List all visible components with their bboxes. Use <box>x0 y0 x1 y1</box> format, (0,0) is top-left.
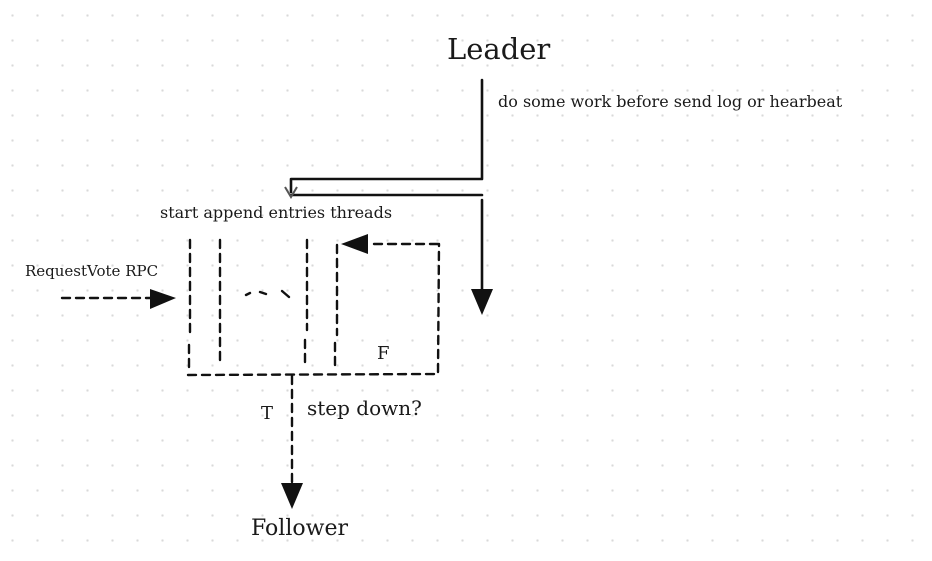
follower-arrowhead <box>281 483 303 509</box>
false-branch-label: F <box>377 343 390 364</box>
threads-ellipsis-mark-3 <box>280 289 291 299</box>
leader-to-threads-connector <box>289 78 484 194</box>
threads-join-line <box>186 372 440 377</box>
pre-work-annotation: do some work before send log or hearbeat <box>498 92 843 111</box>
follower-node-label: Follower <box>251 516 348 541</box>
false-loop-up <box>436 242 441 374</box>
false-loop-arrowhead <box>341 234 368 254</box>
leader-node-label: Leader <box>447 32 551 66</box>
append-threads-annotation: start append entries threads <box>160 203 393 222</box>
true-branch-label: T <box>261 403 274 424</box>
request-vote-label: RequestVote RPC <box>25 262 159 280</box>
request-vote-arrowhead <box>150 289 176 309</box>
leader-continue-arrowhead <box>471 289 493 315</box>
threads-entry-arrowhead <box>284 186 298 199</box>
threads-ellipsis-mark-1 <box>244 291 252 297</box>
step-down-decision-label: step down? <box>307 396 422 420</box>
threads-ellipsis-mark-2 <box>258 290 268 296</box>
